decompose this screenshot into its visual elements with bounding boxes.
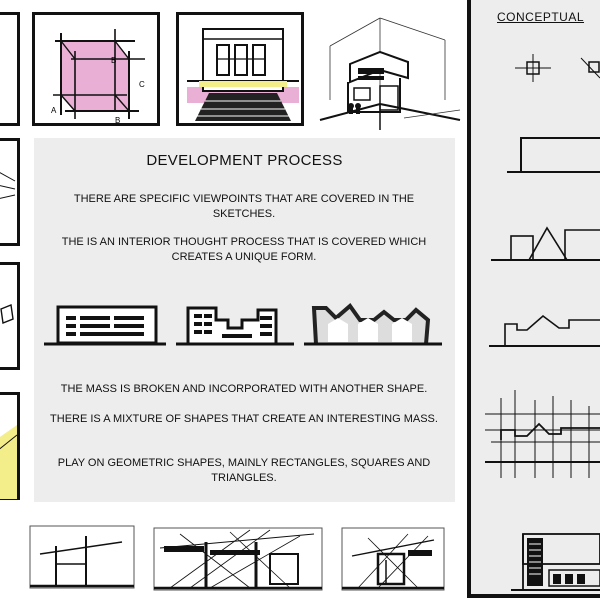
- cube-label-b-bottom: B: [115, 116, 120, 125]
- viewpoints-text: THERE ARE SPECIFIC VIEWPOINTS THAT ARE C…: [73, 193, 415, 220]
- conceptual-panel: [467, 0, 600, 598]
- cube-label-a: A: [51, 106, 57, 115]
- sketch-frame-left-3: [0, 262, 20, 370]
- cube-sketch: A B C B: [51, 29, 145, 125]
- development-process-panel: DEVELOPMENT PROCESS THERE ARE SPECIFIC V…: [34, 138, 455, 502]
- bottom-sketch-3: [341, 527, 445, 591]
- massing-diagram-rectangle: [44, 305, 166, 346]
- sketch-frame-left-2: [0, 138, 20, 246]
- sketch-frame-left-4: [0, 392, 20, 500]
- left-sketch-lines: [0, 172, 16, 199]
- mixture-shapes-text: THERE IS A MIXTURE OF SHAPES THAT CREATE…: [50, 413, 438, 425]
- sketch-frame-left-partial: [0, 12, 20, 126]
- left-sketch-yellow: [0, 425, 18, 499]
- mass-broken-text: THE MASS IS BROKEN AND INCORPORATED WITH…: [60, 383, 428, 395]
- conceptual-title: CONCEPTUAL: [497, 10, 585, 24]
- left-sketch-box: [0, 304, 14, 324]
- bottom-sketch-2: [153, 527, 323, 591]
- perspective-building-sketch: [319, 17, 461, 130]
- geometric-shapes-text: PLAY ON GEOMETRIC SHAPES, MAINLY RECTANG…: [57, 457, 431, 484]
- bottom-sketch-1: [29, 525, 135, 589]
- cube-label-c: C: [139, 80, 145, 89]
- massing-diagram-triangles: [304, 303, 442, 346]
- sketch-frame-interior: [176, 12, 304, 126]
- massing-diagram-broken: [176, 306, 294, 346]
- development-process-title: DEVELOPMENT PROCESS: [146, 152, 343, 169]
- cube-label-b-top: B: [111, 56, 116, 65]
- conceptual-diagrams: [485, 54, 600, 591]
- interior-thought-text: THE IS AN INTERIOR THOUGHT PROCESS THAT …: [61, 236, 427, 263]
- interior-sketch: [187, 28, 299, 121]
- sketch-frame-cube: A B C B: [32, 12, 160, 126]
